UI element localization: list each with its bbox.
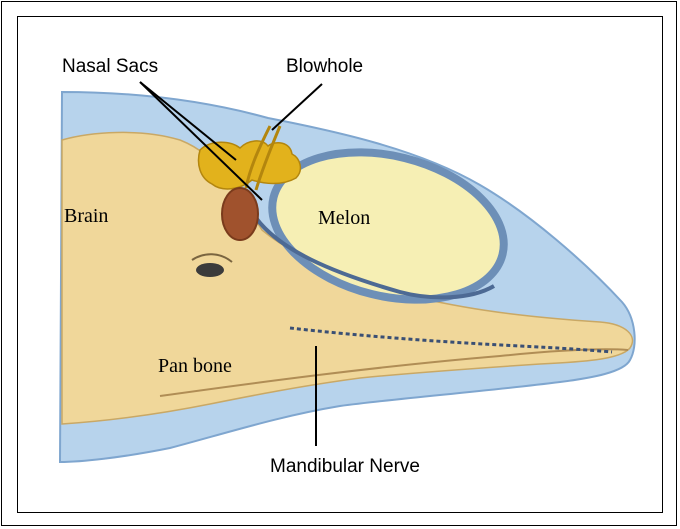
nasal-passage (222, 188, 258, 240)
label-mandibular-nerve: Mandibular Nerve (270, 456, 420, 477)
eye (196, 263, 224, 277)
nasal-sacs (199, 141, 301, 189)
label-pan-bone: Pan bone (158, 355, 232, 377)
label-nasal-sacs: Nasal Sacs (62, 56, 158, 77)
label-blowhole: Blowhole (286, 56, 363, 77)
label-brain: Brain (64, 205, 108, 227)
label-melon: Melon (318, 207, 370, 229)
